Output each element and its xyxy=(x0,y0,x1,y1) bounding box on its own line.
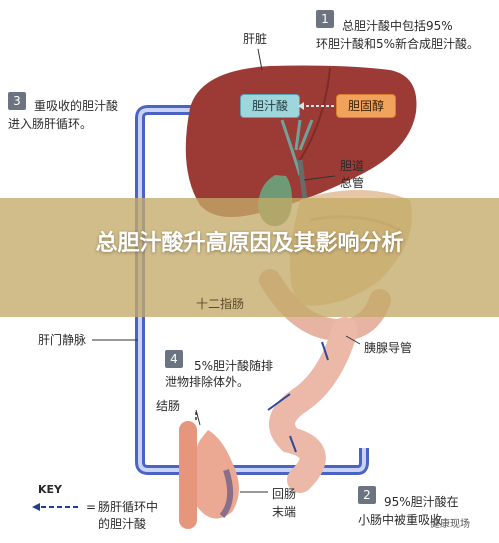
step-3-line2: 进入肠肝循环。 xyxy=(8,117,93,131)
step-2-line1: 95%胆汁酸在 xyxy=(384,495,459,509)
step-4-line1: 5%胆汁酸随排 xyxy=(194,359,274,373)
ileum-label-2: 末端 xyxy=(272,505,297,519)
ileum-label-1: 回肠 xyxy=(272,487,297,501)
step-2-badge: 2 xyxy=(358,486,376,504)
portal-vein-label: 肝门静脉 xyxy=(38,333,87,347)
step-4-line2: 泄物排除体外。 xyxy=(165,375,250,389)
liver-label: 肝脏 xyxy=(243,32,268,46)
colon-label: 结肠 xyxy=(156,399,181,413)
watermark: 健康现场 xyxy=(430,519,470,530)
key-line2: 的胆汁酸 xyxy=(98,517,147,531)
duodenum-label: 十二指肠 xyxy=(196,297,245,311)
pancreatic-duct-label: 胰腺导管 xyxy=(364,341,413,355)
key-title: KEY xyxy=(38,483,63,496)
circulation-loop-inner xyxy=(138,108,366,472)
cholesterol-box: 胆固醇 xyxy=(336,94,396,118)
bile-duct-label-1: 胆道 xyxy=(340,159,365,173)
key-line1: 肠肝循环中 xyxy=(98,500,159,514)
step-3-line1: 重吸收的胆汁酸 xyxy=(34,99,119,113)
small-intestine xyxy=(269,317,358,493)
colon xyxy=(191,430,239,519)
page-title: 总胆汁酸升高原因及其影响分析 xyxy=(95,231,404,256)
step-1-line1: 总胆汁酸中包括95% xyxy=(342,19,453,33)
step-1-line2: 环胆汁酸和5%新合成胆汁酸。 xyxy=(316,37,480,51)
bile-acid-box: 胆汁酸 xyxy=(240,94,300,118)
bile-duct-label-2: 总管 xyxy=(340,176,365,190)
step-3-badge: 3 xyxy=(8,92,26,110)
conversion-arrow xyxy=(298,102,334,110)
step-4-badge: 4 xyxy=(165,350,183,368)
step-2-line2: 小肠中被重吸收 xyxy=(358,513,443,527)
step-1-badge: 1 xyxy=(316,10,334,28)
title-banner xyxy=(0,198,499,317)
key-equals: = xyxy=(86,500,97,514)
